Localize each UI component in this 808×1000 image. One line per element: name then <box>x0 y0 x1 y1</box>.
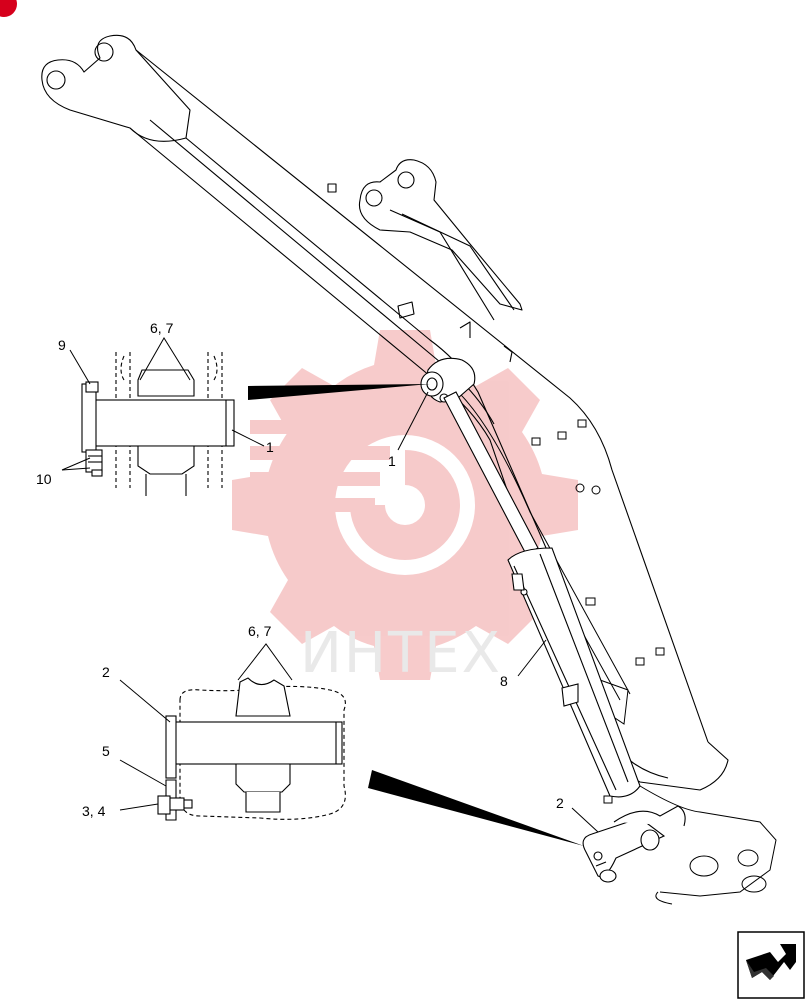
corner-badge-icon <box>0 0 17 17</box>
machine-frame <box>639 785 777 905</box>
top-pin-detail <box>81 352 235 496</box>
boom-cylinder <box>443 391 641 798</box>
callout-top-6-7: 6, 7 <box>150 320 174 336</box>
watermark-text: ИНТЕХ <box>300 621 502 686</box>
callout-top-1: 1 <box>266 439 274 455</box>
boom-mounting-holes <box>531 419 665 804</box>
callout-bottom-3-4: 3, 4 <box>82 803 106 819</box>
cylinder-rod-eye <box>420 357 476 403</box>
callout-main-1: 1 <box>388 453 396 469</box>
callout-bottom-6-7: 6, 7 <box>248 623 272 639</box>
bottom-pin-detail <box>157 677 346 821</box>
main-leaders <box>397 391 599 833</box>
callout-top-10: 10 <box>36 471 52 487</box>
callout-bottom-2: 2 <box>102 664 110 680</box>
bottom-detail-leaders <box>119 643 293 811</box>
callout-main-8: 8 <box>500 673 508 689</box>
watermark-logo <box>232 330 578 680</box>
next-page-arrow-icon[interactable] <box>737 931 805 999</box>
callout-main-2: 2 <box>556 795 564 811</box>
pointer-wedge-bottom <box>368 770 584 846</box>
pointer-wedge-top <box>248 384 430 400</box>
callout-bottom-5: 5 <box>102 743 110 759</box>
cylinder-base-pin <box>582 805 686 883</box>
top-detail-leaders <box>61 337 265 471</box>
callout-top-9: 9 <box>58 337 66 353</box>
